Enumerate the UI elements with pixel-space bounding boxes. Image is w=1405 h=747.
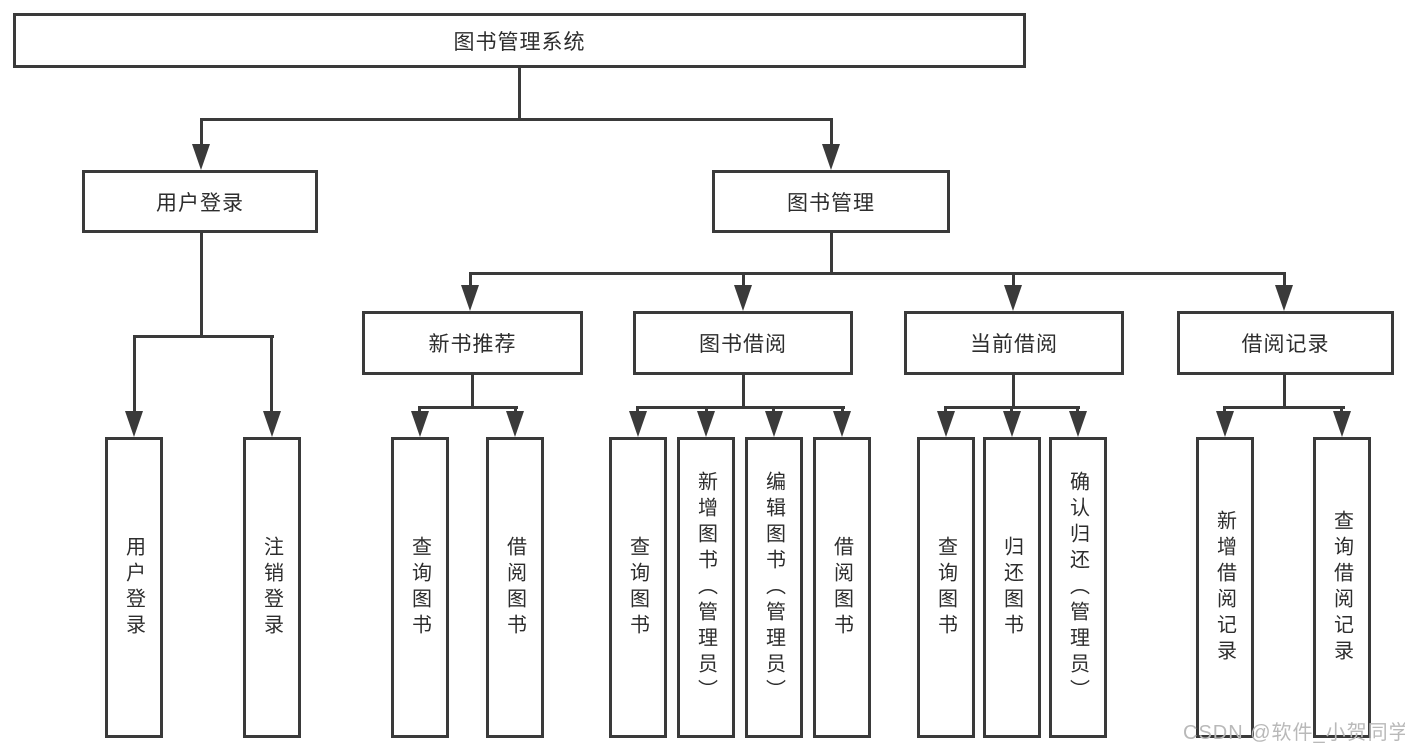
leaf-label: 归还图书 [1000,535,1023,640]
leaf-label: 查询图书 [934,535,957,640]
arrow-down-icon [1333,411,1351,437]
connector-root-hline [200,118,833,121]
connector-stem [1283,375,1286,409]
leaf-label: 用户登录 [122,535,145,640]
leaf-user-login: 用户登录 [105,437,163,738]
connector-stem [133,335,136,413]
arrow-down-icon [192,144,210,170]
arrow-down-icon [765,411,783,437]
node-root: 图书管理系统 [13,13,1026,68]
arrow-down-icon [833,411,851,437]
leaf-query-book-current: 查询图书 [917,437,975,738]
connector-stem [1283,272,1286,287]
arrow-down-icon [697,411,715,437]
node-current-borrow: 当前借阅 [904,311,1124,375]
leaf-label: 查询图书 [626,535,649,640]
arrow-down-icon [461,285,479,311]
leaf-label: 查询借阅记录 [1330,509,1353,666]
connector-hline [469,272,1286,275]
connector-root-stem [518,66,521,118]
leaf-return-book: 归还图书 [983,437,1041,738]
node-user-login: 用户登录 [82,170,318,233]
connector-stem [1076,406,1079,414]
arrow-down-icon [1004,285,1022,311]
connector-stem [841,406,844,414]
connector-stem [514,406,517,414]
arrow-down-icon [1275,285,1293,311]
leaf-label: 确认归还（管理员） [1066,470,1089,705]
connector-stem [705,406,708,414]
connector-hline [637,406,845,409]
leaf-label: 编辑图书（管理员） [762,470,785,705]
csdn-watermark: CSDN @软件_小贺同学 [1183,722,1405,744]
leaf-label: 借阅图书 [830,535,853,640]
node-new-book-recommend: 新书推荐 [362,311,583,375]
connector-stem [1010,406,1013,414]
arrow-down-icon [1003,411,1021,437]
leaf-logout: 注销登录 [243,437,301,738]
connector-stem [1340,406,1343,414]
arrow-down-icon [1216,411,1234,437]
leaf-borrow-book-recommend: 借阅图书 [486,437,544,738]
arrow-down-icon [822,144,840,170]
arrow-down-icon [1069,411,1087,437]
leaf-confirm-return-admin: 确认归还（管理员） [1049,437,1107,738]
connector-stem [830,118,833,146]
node-book-borrow: 图书借阅 [633,311,853,375]
leaf-borrow-book-borrow: 借阅图书 [813,437,871,738]
connector-stem [1223,406,1226,414]
connector-stem [418,406,421,414]
connector-stem [471,375,474,409]
arrow-down-icon [263,411,281,437]
connector-hline [133,335,274,338]
leaf-query-book-recommend: 查询图书 [391,437,449,738]
arrow-down-icon [506,411,524,437]
leaf-query-borrow-record: 查询借阅记录 [1313,437,1371,738]
leaf-add-book-admin: 新增图书（管理员） [677,437,735,738]
connector-stem [830,233,833,275]
leaf-add-borrow-record: 新增借阅记录 [1196,437,1254,738]
arrow-down-icon [937,411,955,437]
connector-stem [270,335,273,413]
connector-hline [1224,406,1345,409]
connector-stem [200,233,203,338]
connector-stem [742,272,745,287]
connector-stem [772,406,775,414]
leaf-query-book-borrow: 查询图书 [609,437,667,738]
connector-stem [636,406,639,414]
arrow-down-icon [411,411,429,437]
arrow-down-icon [734,285,752,311]
leaf-label: 新增借阅记录 [1213,509,1236,666]
connector-stem [1012,272,1015,287]
connector-stem [1012,375,1015,409]
connector-hline [419,406,518,409]
arrow-down-icon [125,411,143,437]
leaf-label: 新增图书（管理员） [694,470,717,705]
node-book-management: 图书管理 [712,170,950,233]
connector-stem [200,118,203,146]
leaf-label: 借阅图书 [503,535,526,640]
node-borrow-record: 借阅记录 [1177,311,1394,375]
connector-stem [469,272,472,287]
leaf-label: 注销登录 [260,535,283,640]
leaf-edit-book-admin: 编辑图书（管理员） [745,437,803,738]
leaf-label: 查询图书 [408,535,431,640]
connector-stem [944,406,947,414]
arrow-down-icon [629,411,647,437]
connector-stem [742,375,745,409]
